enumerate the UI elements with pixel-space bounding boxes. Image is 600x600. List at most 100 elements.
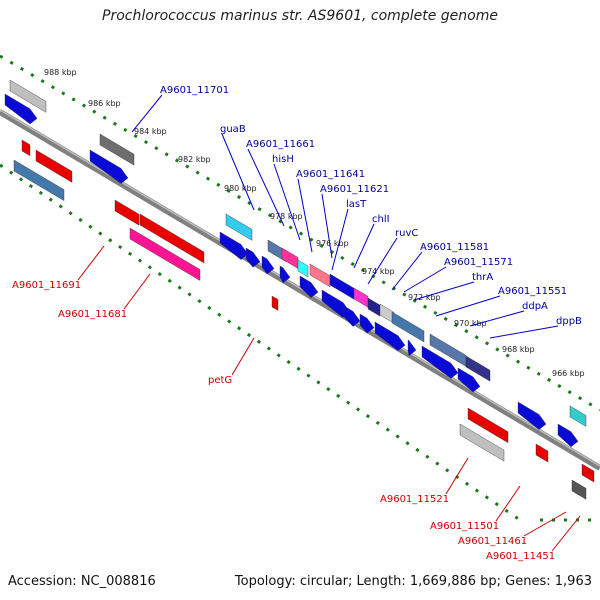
- forward-label-leader: [247, 148, 285, 227]
- kbp-tick-label: 988 kbp: [44, 68, 77, 77]
- reverse-gene-label: A9601_11461: [458, 536, 527, 547]
- kbp-tick-label: 982 kbp: [178, 155, 211, 164]
- forward-gene: [517, 401, 547, 430]
- reverse-gene-label: A9601_11681: [58, 309, 127, 320]
- reverse-gene-label: A9601_11451: [486, 551, 555, 562]
- forward-gene-label: A9601_11641: [296, 169, 365, 180]
- forward-gene: [343, 305, 361, 327]
- genome-backbone: [0, 109, 600, 471]
- reverse-label-leader: [77, 245, 105, 281]
- forward-gene: [279, 265, 291, 284]
- kbp-tick-label: 978 kbp: [270, 212, 303, 221]
- kbp-tick-label: 966 kbp: [552, 369, 585, 378]
- kbp-tick-label: 968 kbp: [502, 345, 535, 354]
- forward-gene: [219, 231, 249, 260]
- forward-gene: [374, 321, 406, 352]
- forward-block: [391, 311, 425, 343]
- kbp-tick-label: 986 kbp: [88, 99, 121, 108]
- forward-block: [309, 263, 331, 288]
- forward-gene: [4, 93, 38, 125]
- reverse-gene: [35, 149, 73, 183]
- forward-label-leader: [367, 237, 398, 285]
- reverse-gene: [271, 295, 279, 311]
- genome-backbone-highlight: [0, 109, 600, 467]
- forward-label-leader: [469, 310, 525, 327]
- forward-gene-label: ruvC: [395, 228, 418, 239]
- forward-gene: [89, 149, 129, 184]
- forward-gene-label: A9601_11701: [160, 85, 229, 96]
- reverse-gene-label: petG: [208, 375, 232, 386]
- forward-block: [225, 213, 253, 241]
- forward-label-leader: [297, 178, 313, 253]
- kbp-tick-label: 970 kbp: [454, 319, 487, 328]
- forward-block: [297, 259, 309, 278]
- forward-label-leader: [131, 94, 163, 133]
- forward-label-leader: [273, 163, 301, 241]
- forward-gene-label: thrA: [472, 272, 493, 283]
- reverse-gene-label: A9601_11521: [380, 494, 449, 505]
- forward-label-leader: [413, 281, 475, 301]
- forward-gene-label: A9601_11571: [444, 257, 513, 268]
- gene-labels: A9601_11701guaBA9601_11661hisHA9601_1164…: [12, 85, 582, 562]
- forward-block: [9, 79, 47, 113]
- forward-gene-label: A9601_11551: [498, 286, 567, 297]
- reverse-gene: [21, 139, 31, 157]
- reverse-label-leader: [445, 457, 469, 495]
- reverse-gene: [139, 213, 205, 264]
- forward-gene: [359, 313, 375, 334]
- forward-gene-label: dppB: [556, 316, 582, 327]
- reverse-label-leader: [523, 511, 567, 537]
- forward-label-leader: [321, 193, 333, 259]
- reverse-label-leader: [495, 485, 521, 522]
- reverse-gene: [129, 227, 201, 281]
- forward-label-leader: [435, 295, 501, 317]
- reverse-label-leader: [551, 515, 581, 552]
- forward-label-leader: [403, 266, 447, 293]
- forward-gene-label: A9601_11661: [246, 139, 315, 150]
- reverse-gene: [459, 423, 505, 462]
- reverse-label-leader: [123, 273, 151, 310]
- genome-summary: Topology: circular; Length: 1,669,886 bp…: [234, 574, 592, 589]
- reverse-gene: [581, 463, 595, 483]
- forward-gene-label: ddpA: [522, 301, 548, 312]
- kbp-tick-label: 976 kbp: [316, 239, 349, 248]
- forward-gene: [261, 255, 275, 275]
- forward-gene-label: lasT: [346, 199, 367, 210]
- map-title: Prochlorococcus marinus str. AS9601, com…: [102, 8, 498, 24]
- reverse-label-leader: [231, 337, 255, 376]
- forward-label-leader: [353, 223, 375, 269]
- forward-label-leader: [489, 325, 559, 339]
- forward-block: [353, 287, 369, 308]
- forward-gene-label: A9601_11621: [320, 184, 389, 195]
- kbp-tick-label: 972 kbp: [408, 293, 441, 302]
- forward-block: [367, 297, 381, 317]
- forward-block: [281, 247, 299, 269]
- forward-block: [569, 405, 587, 427]
- reverse-gene: [13, 159, 65, 202]
- forward-gene: [407, 339, 417, 357]
- reverse-gene-label: A9601_11501: [430, 521, 499, 532]
- forward-gene-label: A9601_11581: [420, 242, 489, 253]
- forward-label-leader: [331, 208, 349, 271]
- forward-gene: [299, 275, 319, 298]
- forward-label-leader: [391, 251, 423, 291]
- forward-label-leader: [221, 133, 255, 211]
- reverse-gene-label: A9601_11691: [12, 280, 81, 291]
- kbp-tick-label: 980 kbp: [224, 184, 257, 193]
- reverse-gene: [114, 199, 140, 226]
- forward-gene: [245, 247, 261, 268]
- forward-gene: [457, 367, 481, 393]
- forward-gene-label: guaB: [220, 124, 246, 135]
- accession-text: Accession: NC_008816: [8, 574, 156, 589]
- kbp-tick-label: 974 kbp: [362, 267, 395, 276]
- feature-track: [4, 79, 595, 500]
- reverse-gene: [571, 479, 587, 500]
- reverse-gene: [535, 443, 549, 463]
- reverse-gene: [467, 407, 509, 444]
- forward-block: [465, 355, 491, 382]
- forward-block: [99, 133, 135, 166]
- forward-block: [329, 273, 355, 300]
- forward-block: [267, 239, 287, 263]
